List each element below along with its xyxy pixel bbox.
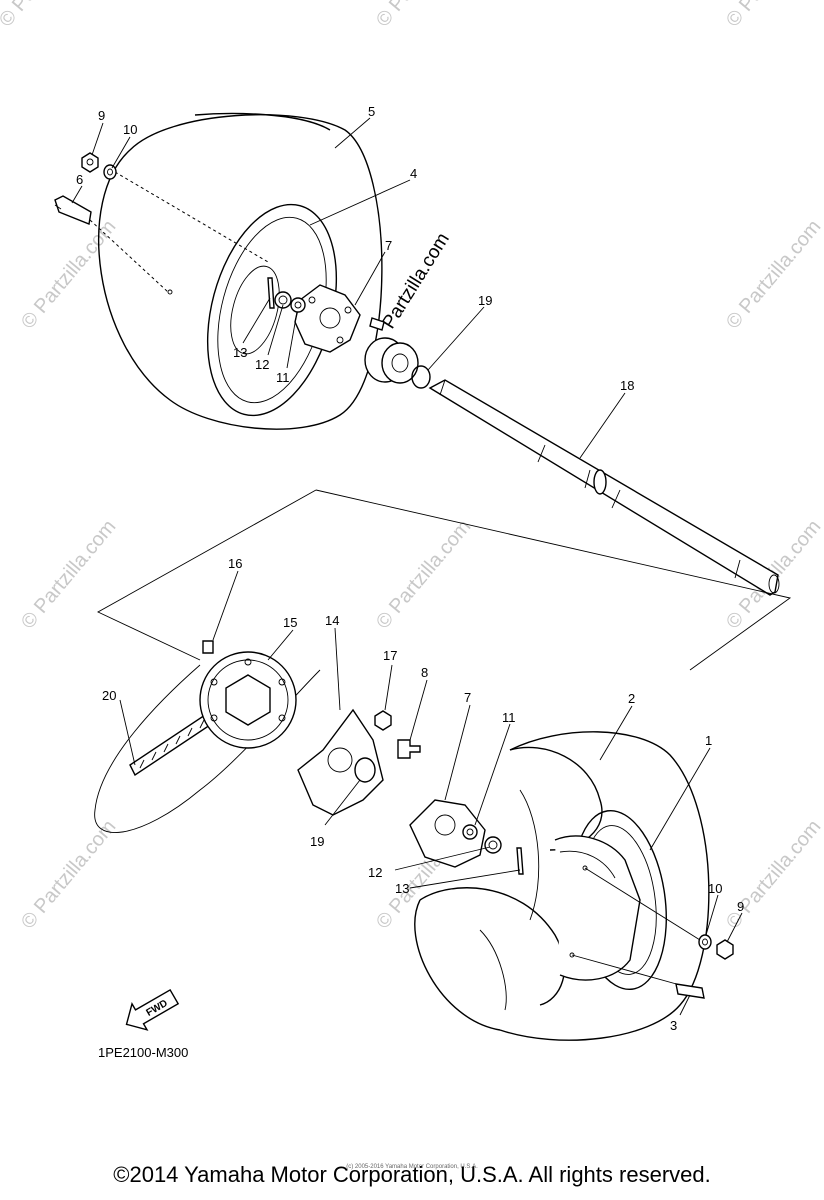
callout-15: 15 [283,615,297,630]
watermark: © Partzilla.com [372,516,475,633]
bolt-16[interactable] [202,640,214,654]
small-copyright: (c) 2005-2016 Yamaha Motor Corporation, … [346,1164,478,1170]
callout-19-lower: 19 [310,834,324,849]
callout-14: 14 [325,613,339,628]
copyright-footer: ©2014 Yamaha Motor Corporation, U.S.A. A… [113,1162,711,1187]
callout-11-lower: 11 [502,710,516,725]
callout-9-lower: 9 [737,899,744,914]
callout-13: 13 [233,345,247,360]
hub-upper-7[interactable] [294,284,361,353]
callout-labels: 9 10 6 5 4 7 19 18 13 12 11 16 15 14 17 … [76,104,744,1033]
pin-upper-13[interactable] [267,277,275,309]
callout-18: 18 [620,378,634,393]
diagram-code: 1PE2100-M300 [98,1045,188,1060]
nut-upper-9[interactable] [81,152,99,173]
drive-chain-20[interactable] [129,713,211,777]
bolt-upper-7[interactable] [369,317,385,331]
washer-upper-10[interactable] [103,164,117,180]
watermark-layer: © Partzilla.com © Partzilla.com © Partzi… [0,0,824,933]
bearing-hub[interactable] [364,337,419,384]
watermark: © Partzilla.com [372,0,475,31]
bolt-8[interactable] [397,739,421,759]
hub-lower-7[interactable] [409,799,486,868]
callout-leaders [71,117,743,1016]
callout-6: 6 [76,172,83,187]
callout-16: 16 [228,556,242,571]
callout-11: 11 [276,370,290,385]
nut-lower-12[interactable] [484,836,502,854]
watermark: © Partzilla.com [722,0,824,31]
callout-4: 4 [410,166,417,181]
callout-7: 7 [385,238,392,253]
nut-upper-12[interactable] [274,291,292,309]
tire-left[interactable] [97,112,383,430]
callout-5: 5 [368,104,375,119]
sprocket-15[interactable] [199,651,297,749]
reference-plane [315,489,792,671]
callout-10: 10 [123,122,137,137]
o-ring-upper-19[interactable] [411,365,431,389]
callout-9: 9 [98,108,105,123]
valve-left[interactable] [54,195,92,225]
valve-lower-3[interactable] [675,983,705,999]
watermark: © Partzilla.com [17,816,120,933]
wheel-rim-1[interactable] [554,835,641,981]
washer-lower-10[interactable] [698,934,712,950]
watermark: © Partzilla.com [722,816,824,933]
callout-3: 3 [670,1018,677,1033]
washer-upper-11[interactable] [290,297,306,313]
callout-19: 19 [478,293,492,308]
callout-12-lower: 12 [368,865,382,880]
callout-12: 12 [255,357,269,372]
watermark: © Partzilla.com [0,0,98,31]
callout-17: 17 [383,648,397,663]
fwd-arrow-icon: FWD [125,988,180,1031]
leader [584,867,701,941]
sprocket-hub-14[interactable] [297,708,384,816]
washer-lower-11[interactable] [462,824,478,840]
nut-17[interactable] [374,710,392,731]
rear-axle-18[interactable] [428,379,780,596]
o-ring-lower-19[interactable] [354,757,376,783]
callout-7-lower: 7 [464,690,471,705]
callout-1: 1 [705,733,712,748]
callout-2: 2 [628,691,635,706]
leader [571,954,681,986]
callout-10-lower: 10 [708,881,722,896]
callout-13-lower: 13 [395,881,409,896]
pin-lower-13[interactable] [516,847,524,875]
watermark: © Partzilla.com [722,216,824,333]
callout-20: 20 [102,688,116,703]
callout-8: 8 [421,665,428,680]
nut-lower-9[interactable] [716,939,734,960]
